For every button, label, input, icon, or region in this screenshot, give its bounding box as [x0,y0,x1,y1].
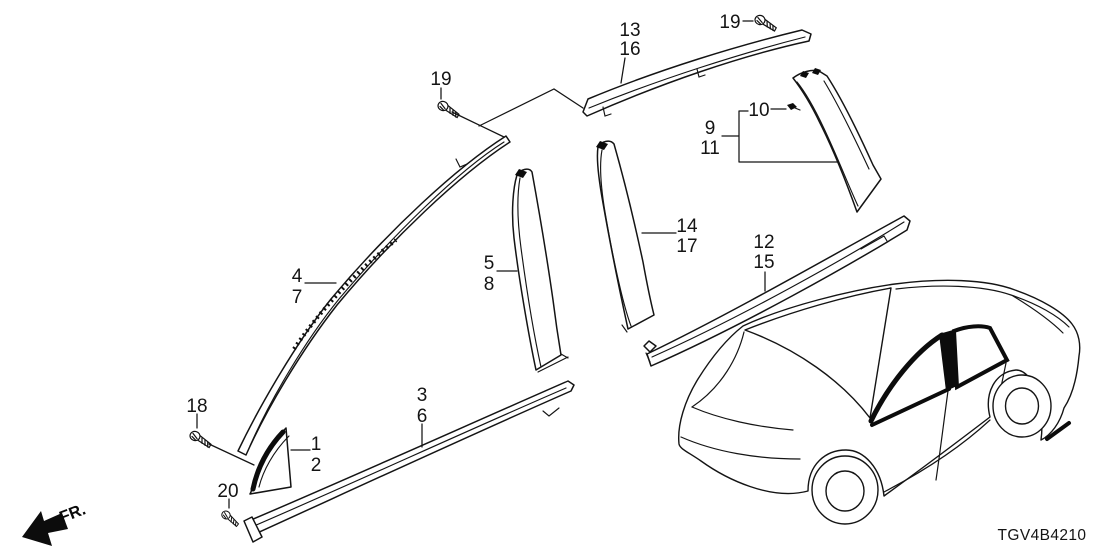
callout-5: 5 [484,253,495,274]
part-rear-door-pillar-garnish-14-17 [596,140,655,333]
callout-10: 10 [748,100,769,121]
part-quarter-sail-garnish-9-11 [792,68,882,213]
callout-13: 13 [619,20,640,41]
callout-19-left: 19 [430,69,451,90]
screw-icon-18 [187,429,214,449]
callout-1: 1 [311,434,322,455]
clip-icon-10 [787,103,801,111]
screw-icon-20 [219,509,242,528]
part-roof-molding-13-16 [582,29,812,117]
callout-7: 7 [292,287,303,308]
callout-16: 16 [619,39,640,60]
diagram-code: TGV4B4210 [998,527,1087,544]
callout-19-right: 19 [719,12,740,33]
callout-20: 20 [217,481,238,502]
callout-6: 6 [417,406,428,427]
fr-label: FR. [57,500,88,526]
highlighted-molding-locations [868,324,1071,441]
callout-18: 18 [186,396,207,417]
callout-15: 15 [753,252,774,273]
leader-lines [196,20,839,509]
part-rear-belt-molding-12-15 [643,215,911,367]
front-direction-indicator: FR. [22,500,88,546]
callout-3: 3 [417,385,428,406]
callout-14: 14 [676,216,698,237]
molding-hatch-texture [292,238,398,351]
screw-icon-19-right [752,13,779,32]
callout-9: 9 [705,118,716,139]
callout-11: 11 [700,138,720,159]
callout-12: 12 [753,232,774,253]
fr-arrow-icon [22,511,68,546]
part-front-pillar-molding-4-7 [237,135,511,456]
vehicle-illustration [677,279,1081,525]
part-front-belt-molding-3-6 [243,380,575,543]
callout-labels: 19 13 16 19 10 9 11 14 17 12 15 5 8 4 7 … [186,12,774,502]
callout-17: 17 [676,236,697,257]
callout-4: 4 [292,266,303,287]
part-corner-garnish-1-2 [249,427,292,495]
callout-2: 2 [311,455,322,476]
part-front-door-pillar-garnish-5-8 [511,168,569,373]
callout-8: 8 [484,274,495,295]
